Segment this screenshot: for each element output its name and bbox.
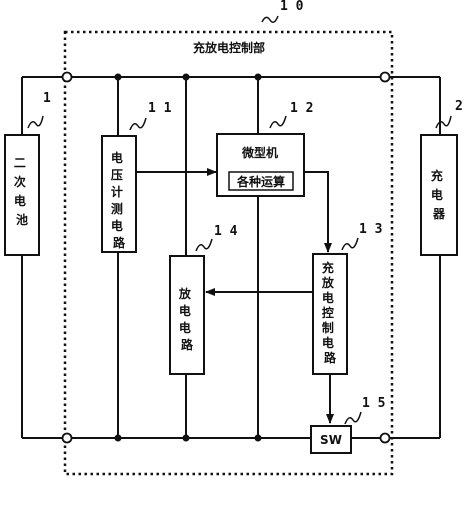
discharge-leader xyxy=(195,238,213,252)
battery-label-char: 池 xyxy=(16,212,28,227)
arrow-micro-to-control xyxy=(304,171,332,253)
junction-dot xyxy=(254,73,262,81)
discharge-ref: 1 4 xyxy=(214,224,238,239)
battery-block xyxy=(4,134,40,256)
micro-label: 微型机 xyxy=(241,145,278,160)
voltage-meter-label-char: 计 xyxy=(111,184,123,199)
battery-label-char: 二 xyxy=(14,156,26,170)
switch-block xyxy=(310,425,352,454)
control-circuit-label-char: 充 xyxy=(322,260,334,275)
discharge-label: 放 电 电 路 xyxy=(178,286,195,352)
discharge-label-char: 电 xyxy=(179,303,191,318)
charger-label-char: 充 xyxy=(431,168,443,183)
control-unit-leader xyxy=(261,15,279,23)
charger-label-char: 电 xyxy=(431,187,443,202)
control-circuit-label-char: 电 xyxy=(322,335,334,350)
control-circuit-ref: 1 3 xyxy=(359,222,382,237)
control-circuit-label: 充 放 电 控 制 电 路 xyxy=(321,260,338,365)
micro-sub-label: 各种运算 xyxy=(236,174,285,189)
junction-dot xyxy=(114,73,122,81)
voltage-meter-label-char: 测 xyxy=(111,201,123,216)
charger-leader xyxy=(435,115,452,129)
control-circuit-block xyxy=(312,253,348,375)
battery-label-char: 次 xyxy=(14,174,26,189)
voltage-meter-label-char: 电 xyxy=(111,218,123,233)
switch-leader xyxy=(344,411,362,425)
discharge-label-char: 电 xyxy=(179,320,191,335)
battery-ref: 1 xyxy=(43,91,51,106)
control-circuit-label-char: 放 xyxy=(321,275,335,290)
control-circuit-label-char: 电 xyxy=(322,290,334,305)
control-unit-boundary xyxy=(63,30,394,476)
control-circuit-label-char: 控 xyxy=(322,305,334,320)
junction-dot xyxy=(254,434,262,442)
voltage-meter-label-char: 路 xyxy=(113,235,126,250)
discharge-label-char: 路 xyxy=(181,337,194,352)
control-unit-title: 充放电控制部 xyxy=(193,40,265,55)
micro-ref: 1 2 xyxy=(290,101,313,116)
voltage-meter-label-char: 电 xyxy=(111,150,123,165)
junction-dot xyxy=(114,434,122,442)
charger-block xyxy=(420,134,458,256)
control-circuit-label-char: 制 xyxy=(322,320,334,335)
charger-label: 充 电 器 xyxy=(431,168,447,221)
terminal-circle xyxy=(379,432,391,444)
control-circuit-leader xyxy=(341,237,359,251)
battery-label: 二 次 电 池 xyxy=(14,156,30,227)
discharge-block xyxy=(169,255,205,375)
micro-leader xyxy=(269,115,287,129)
battery-label-char: 电 xyxy=(14,193,26,208)
charger-label-char: 器 xyxy=(432,207,446,221)
switch-ref: 1 5 xyxy=(362,396,385,411)
junction-dot xyxy=(182,73,190,81)
terminal-circle xyxy=(61,71,73,83)
switch-text: SW xyxy=(320,433,342,447)
voltage-meter-label: 电 压 计 测 电 路 xyxy=(111,150,127,250)
charger-ref: 2 xyxy=(455,99,463,114)
micro-sub-block xyxy=(228,171,294,191)
discharge-label-char: 放 xyxy=(178,286,192,301)
terminal-circle xyxy=(61,432,73,444)
voltage-meter-ref: 1 1 xyxy=(148,101,172,116)
battery-leader xyxy=(27,115,44,129)
voltage-meter-label-char: 压 xyxy=(111,168,123,182)
control-unit-ref: 1 0 xyxy=(280,0,304,14)
terminal-circle xyxy=(379,71,391,83)
voltage-meter-leader xyxy=(129,117,147,131)
junction-dot xyxy=(182,434,190,442)
control-circuit-label-char: 路 xyxy=(324,350,337,365)
voltage-meter-block xyxy=(101,135,137,253)
